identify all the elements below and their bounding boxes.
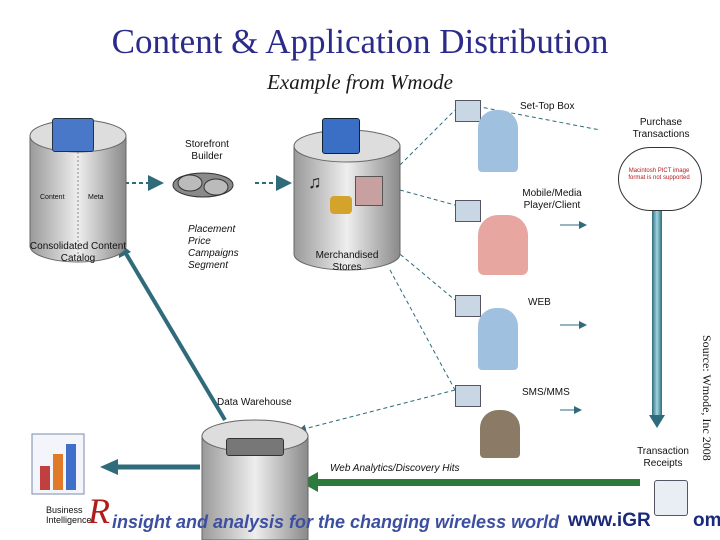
person-sms xyxy=(480,410,520,458)
source-credit: Source: Wmode, Inc 2008 xyxy=(700,335,714,461)
person-settop xyxy=(478,110,518,172)
purchase-pipe xyxy=(652,195,662,415)
merchandised-stores-label: Merchandised Stores xyxy=(315,250,379,273)
line-settop-purchase xyxy=(469,104,601,131)
bar-chart-icon xyxy=(31,433,85,495)
music-note-icon: ♫ xyxy=(308,172,322,192)
computer-icon-sms xyxy=(455,385,481,407)
unsupported-image-text: Macintosh PICT image format is not suppo… xyxy=(628,168,690,181)
page-title: Content & Application Distribution xyxy=(111,22,609,61)
storefront-builder-label: Storefront Builder xyxy=(185,139,229,162)
distribution-lines xyxy=(389,104,601,391)
unsupported-image-circle xyxy=(618,147,702,211)
mobile-media-label: Mobile/Media Player/Client xyxy=(522,188,582,211)
content-label: Content xyxy=(40,194,65,201)
portrait-thumbnail xyxy=(355,176,383,206)
handshake-icon xyxy=(172,172,234,198)
line-to-mobile xyxy=(399,189,456,206)
person-web xyxy=(478,308,518,370)
arrow-analytics-green xyxy=(310,479,640,486)
computer-icon-web xyxy=(455,295,481,317)
person-mobile xyxy=(478,215,528,275)
server-icon xyxy=(226,438,284,456)
line-to-settop xyxy=(399,109,456,166)
notebook-icon xyxy=(52,118,94,152)
purchase-transactions-label: Purchase Transactions xyxy=(632,117,690,140)
igr-logo: R xyxy=(88,491,110,531)
sms-mms-label: SMS/MMS xyxy=(522,387,570,398)
computer-icon-mobile xyxy=(455,200,481,222)
transaction-receipts-label: Transaction Receipts xyxy=(637,446,689,469)
web-analytics-label: Web Analytics/Discovery Hits xyxy=(330,463,460,474)
meta-label: Meta xyxy=(88,194,104,201)
footer-url[interactable]: www.iGR xyxy=(568,510,651,531)
business-intelligence-label: Business Intelligence xyxy=(46,505,92,525)
page-subtitle: Example from Wmode xyxy=(267,70,453,94)
computer-icon-settop xyxy=(455,100,481,122)
arrow-warehouse-to-catalog xyxy=(123,250,227,422)
receipt-document-icon xyxy=(654,480,688,516)
footer-url-end: om xyxy=(693,510,720,531)
data-warehouse-label: Data Warehouse xyxy=(217,397,292,408)
set-top-box-label: Set-Top Box xyxy=(520,101,575,112)
line-to-sms xyxy=(389,269,456,391)
placement-label: Placement Price Campaigns Segment xyxy=(188,224,239,271)
web-label: WEB xyxy=(528,297,551,308)
line-to-web xyxy=(394,249,456,301)
gamepad-icon xyxy=(330,196,352,214)
address-book-icon xyxy=(322,118,360,154)
footer-tagline: insight and analysis for the changing wi… xyxy=(112,512,560,532)
consolidated-catalog-label: Consolidated Content Catalog xyxy=(29,241,127,264)
